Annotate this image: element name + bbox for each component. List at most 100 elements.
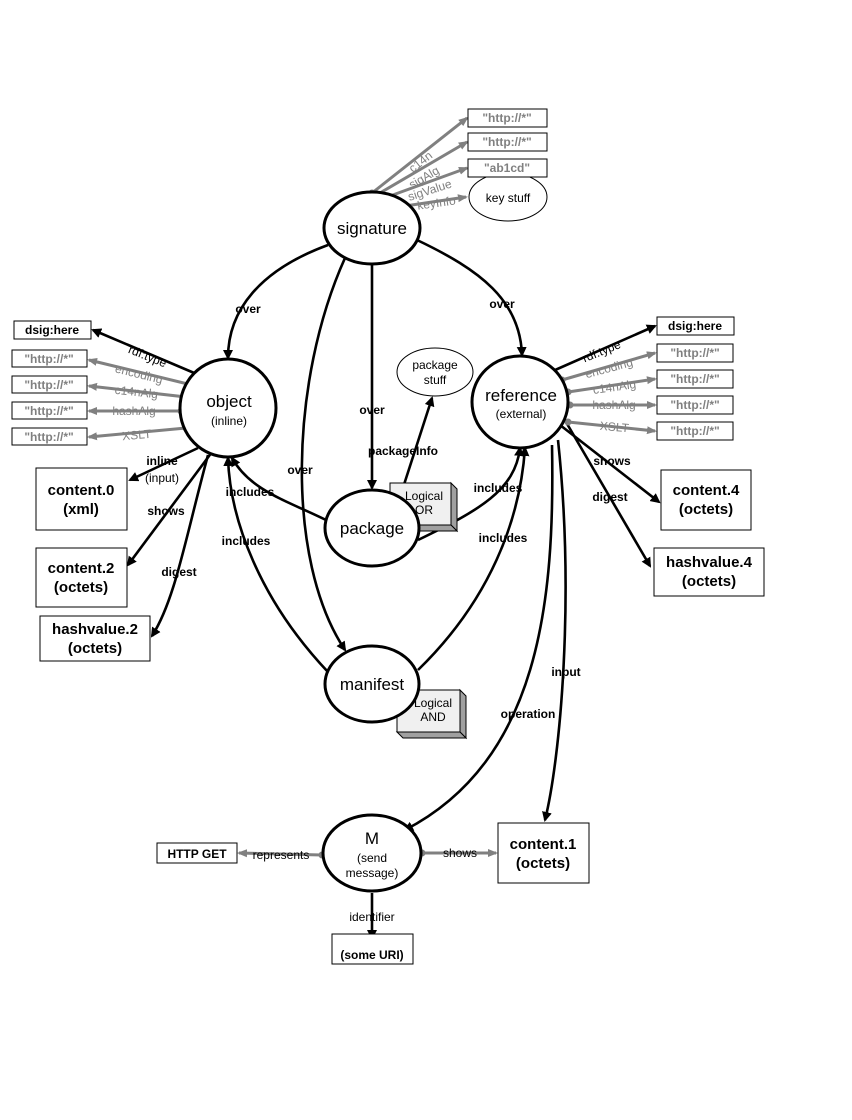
edge-line — [87, 424, 190, 441]
label-edges-shows: shows — [147, 504, 185, 518]
label-boxes-obj-hash: "http://*" — [24, 404, 73, 418]
label-edges-over: over — [489, 297, 515, 311]
label-boxes-content4-1: (octets) — [679, 501, 733, 518]
literal-box — [656, 316, 735, 336]
label-edges-includes: includes — [222, 534, 271, 548]
literal-boxes: "http://*" "http://*" "ab1cd" dsig:here … — [11, 108, 765, 965]
label-boxes-obj-c14n: "http://*" — [24, 378, 73, 392]
node-reference[interactable]: reference (external) — [470, 354, 570, 450]
edge-reference-content1 — [542, 439, 567, 822]
edge-line — [450, 481, 458, 533]
label-edges-over: over — [287, 463, 313, 477]
label-boxes-sig-sigvalue: "ab1cd" — [484, 161, 530, 175]
label-nodes-signature: signature — [337, 219, 407, 238]
label-edges-shows: shows — [443, 846, 477, 860]
edge-line — [87, 357, 196, 389]
literal-box — [13, 320, 92, 340]
node-package[interactable]: package — [323, 488, 421, 568]
label-boxes-http-get: HTTP GET — [167, 847, 227, 861]
label-boxes-ref-dsig: dsig:here — [668, 319, 722, 333]
label-boxes-obj-xslt: "http://*" — [24, 430, 73, 444]
node-manifest[interactable]: manifest — [323, 644, 421, 724]
edge-signature-object — [223, 243, 329, 360]
literal-box — [656, 395, 734, 415]
edge-line — [87, 382, 190, 401]
literal-box — [467, 158, 548, 178]
literal-box — [653, 547, 765, 597]
literal-box — [11, 375, 88, 394]
literal-box — [331, 933, 414, 965]
label-edges-input: input — [551, 665, 580, 679]
label-nodes-m-sub1: (send — [357, 851, 387, 865]
label-edges-includes: includes — [479, 531, 528, 545]
label-edges-hashalg: hashAlg — [592, 398, 635, 412]
literal-box — [656, 369, 734, 389]
label-edges-package-info: packageInfo — [368, 444, 438, 458]
label-edges-inline: inline — [146, 454, 178, 468]
edge-line — [395, 731, 468, 739]
label-boxes-content0-0: content.0 — [48, 482, 115, 499]
node-shape — [323, 488, 421, 568]
node-shape — [178, 357, 278, 459]
edge-labels: over over over over packageInfo includes… — [112, 148, 637, 924]
label-boxes-obj-encoding: "http://*" — [24, 352, 73, 366]
edge-line — [379, 140, 469, 195]
edge-package-packagestuff — [398, 396, 435, 498]
label-edges-identifier: identifier — [349, 910, 394, 924]
label-boxes-content1-1: (octets) — [516, 855, 570, 872]
node-shape — [322, 190, 422, 266]
label-edges-includes: includes — [226, 485, 275, 499]
label-nodes-package-stuff2: stuff — [424, 373, 447, 387]
label-boxes-some-uri: (some URI) — [340, 948, 403, 962]
node-signature[interactable]: signature — [322, 190, 422, 266]
label-nodes-object-sub: (inline) — [211, 414, 247, 428]
node-shape — [396, 347, 474, 397]
label-boxes-ref-encoding: "http://*" — [670, 346, 719, 360]
edge-line — [237, 849, 326, 859]
logical-or-label-2: OR — [415, 503, 433, 517]
label-edges-c14nalg: c14nAlg — [592, 377, 637, 397]
label-boxes-sig-c14n: "http://*" — [482, 111, 531, 125]
edge-reference-hashvalue4 — [564, 421, 652, 568]
literal-box — [35, 547, 128, 608]
node-m[interactable]: M (send message) — [321, 813, 423, 893]
property-edges — [87, 116, 657, 859]
label-boxes-ref-hash: "http://*" — [670, 398, 719, 412]
label-boxes-sig-sigalg: "http://*" — [482, 135, 531, 149]
label-edges-digest: digest — [592, 490, 627, 504]
label-nodes-m: M — [365, 829, 379, 848]
edge-manifest-object — [223, 456, 329, 673]
edge-line — [564, 418, 657, 435]
literal-box — [156, 842, 238, 864]
label-boxes-hashvalue2-1: (octets) — [68, 640, 122, 657]
literal-box — [656, 421, 734, 441]
literal-box — [39, 615, 151, 662]
literal-box — [497, 822, 590, 884]
edge-line — [558, 351, 657, 384]
node-shape — [470, 354, 570, 450]
label-nodes-m-sub2: message) — [346, 866, 399, 880]
edge-manifest-reference — [417, 446, 530, 671]
label-nodes-key-stuff: key stuff — [486, 191, 531, 205]
label-nodes-package: package — [340, 519, 404, 538]
node-shape — [323, 644, 421, 724]
node-object[interactable]: object (inline) — [178, 357, 278, 459]
literal-box — [467, 132, 548, 152]
node-shape — [321, 813, 423, 893]
edge-object-hashvalue2 — [150, 454, 210, 638]
logical-and-label-1: Logical — [414, 696, 452, 710]
literal-box — [35, 467, 128, 531]
label-edges-shows: shows — [593, 454, 631, 468]
node-key-stuff[interactable]: key stuff — [468, 172, 548, 222]
literal-box — [11, 401, 88, 420]
edge-object-content2 — [126, 451, 214, 567]
node-package-stuff[interactable]: package stuff — [396, 347, 474, 397]
label-edges-digest: digest — [161, 565, 196, 579]
label-edges-keyinfo: keyInfo — [416, 193, 457, 212]
label-nodes-manifest: manifest — [340, 675, 405, 694]
label-edges-includes: includes — [474, 481, 523, 495]
label-boxes-obj-dsig: dsig:here — [25, 323, 79, 337]
label-edges-xslt: XSLT — [599, 419, 630, 436]
edge-package-object — [230, 456, 327, 522]
